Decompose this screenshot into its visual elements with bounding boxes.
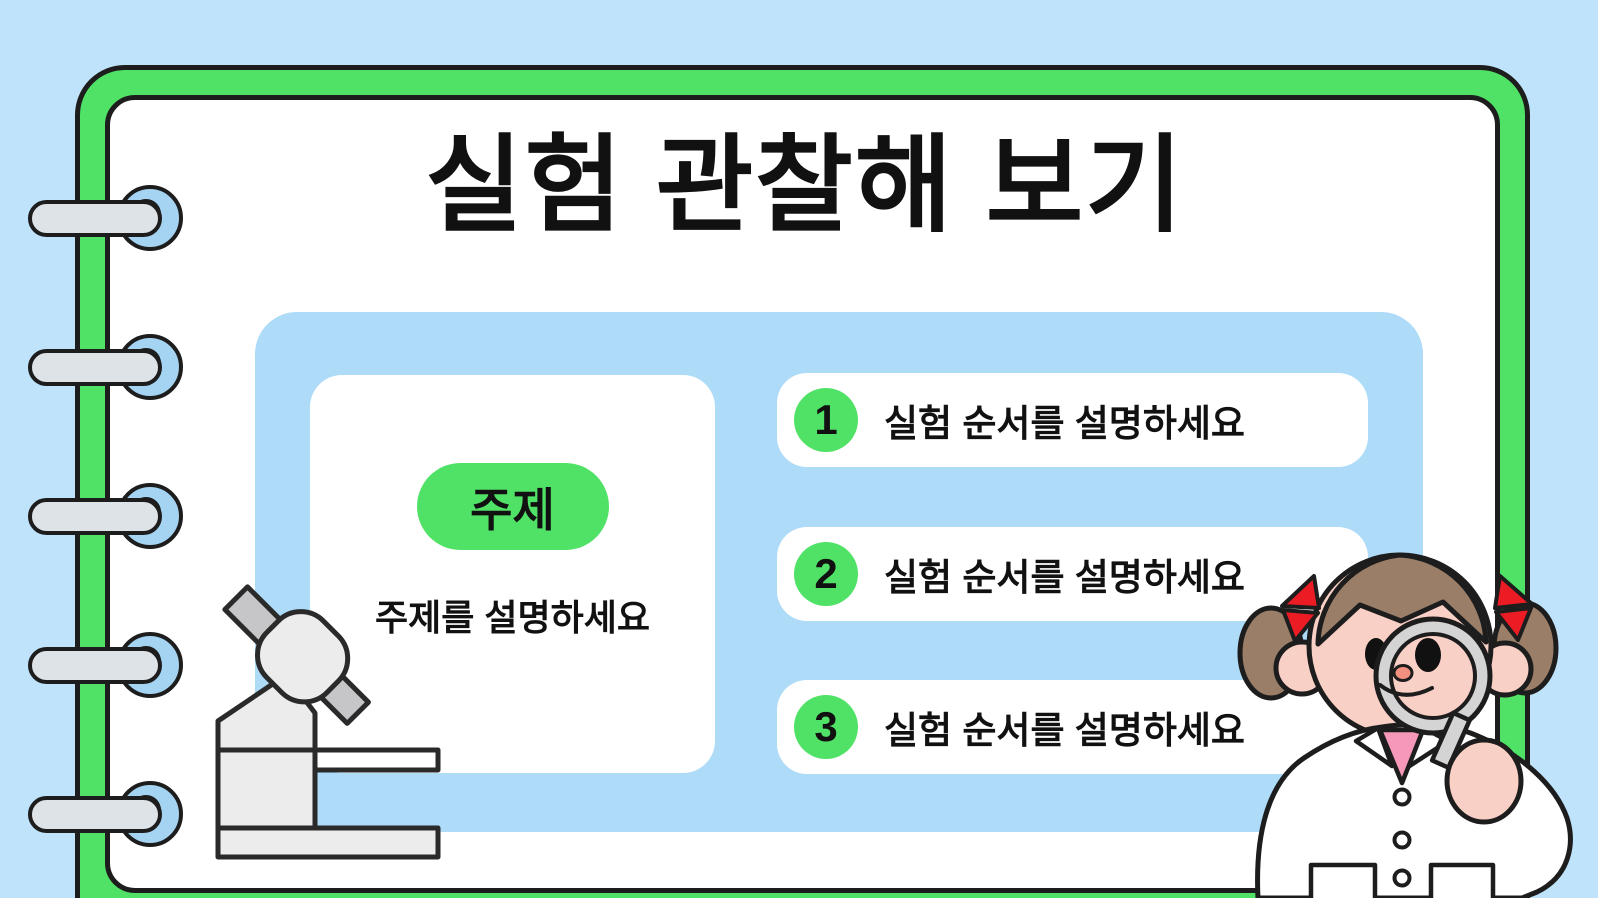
step-number-badge: 1 bbox=[794, 388, 858, 452]
microscope-icon bbox=[198, 575, 443, 865]
nose bbox=[1392, 664, 1414, 682]
ring-clip-icon bbox=[28, 796, 162, 833]
topic-description: 주제를 설명하세요 bbox=[375, 597, 650, 638]
step-number-badge: 2 bbox=[794, 542, 858, 606]
magnified-eye bbox=[1415, 638, 1441, 672]
topic-pill: 주제 bbox=[416, 463, 609, 550]
undershirt bbox=[1377, 727, 1426, 786]
step-number-badge: 3 bbox=[794, 695, 858, 759]
bow-right bbox=[1493, 574, 1534, 642]
ring-clip-icon bbox=[28, 647, 162, 684]
scientist-character bbox=[1222, 538, 1578, 898]
smile bbox=[1378, 683, 1434, 697]
coat-pocket bbox=[1428, 862, 1496, 898]
coat-pocket bbox=[1308, 862, 1378, 898]
ring-clip-icon bbox=[28, 349, 162, 386]
bow-left bbox=[1280, 574, 1321, 643]
page-title: 실험 관찰해 보기 bbox=[425, 127, 1185, 245]
coat-button bbox=[1392, 830, 1412, 850]
topic-card: 주제 주제를 설명하세요 bbox=[310, 375, 715, 773]
step-row-3: 3 실험 순서를 설명하세요 bbox=[777, 680, 1368, 774]
magnifying-glass-icon bbox=[1373, 616, 1493, 770]
coat-button bbox=[1392, 868, 1412, 888]
coat-button bbox=[1392, 787, 1412, 807]
step-row-1: 1 실험 순서를 설명하세요 bbox=[777, 373, 1368, 467]
hair bbox=[1315, 552, 1489, 647]
ring-clip-icon bbox=[28, 200, 162, 237]
step-label: 실험 순서를 설명하세요 bbox=[884, 710, 1245, 751]
ring-clip-icon bbox=[28, 498, 162, 535]
step-row-2: 2 실험 순서를 설명하세요 bbox=[777, 527, 1368, 621]
step-label: 실험 순서를 설명하세요 bbox=[884, 403, 1245, 444]
step-label: 실험 순서를 설명하세요 bbox=[884, 557, 1245, 598]
hand bbox=[1444, 737, 1524, 825]
